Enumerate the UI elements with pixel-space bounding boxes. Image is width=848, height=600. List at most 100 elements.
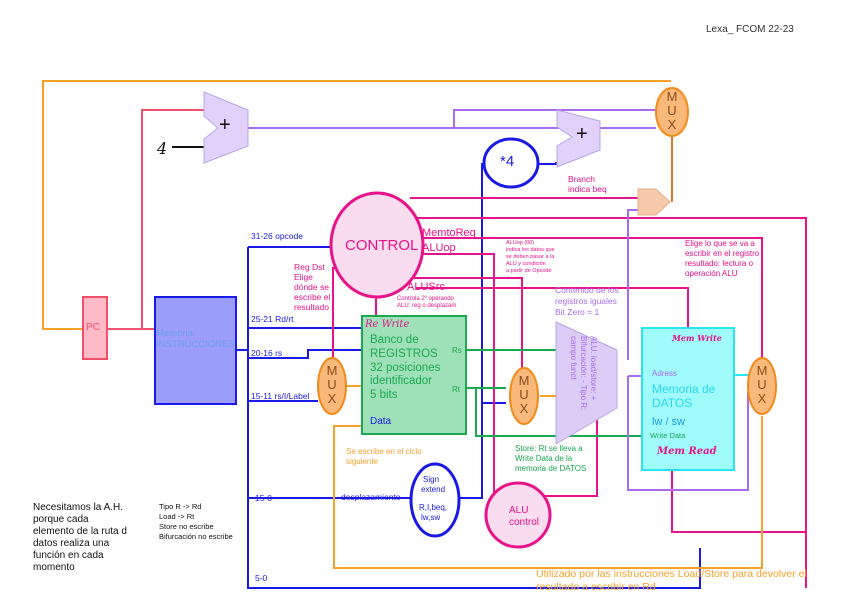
alusrc-note-2: ALU: reg o desplazam <box>397 303 457 309</box>
regdst-note-2: Elige <box>294 272 313 282</box>
sign-extend-line-2: extend <box>421 485 446 494</box>
sign-extend-line-3: R,I,beq, <box>419 503 448 512</box>
store-note-1: Store: Rt se lleva a <box>515 444 583 453</box>
mux-regdst <box>317 357 347 415</box>
mux-alusrc-label: MUX <box>518 373 530 416</box>
field-rs: 20-16 rs <box>251 348 283 358</box>
regdst-note-3: dónde se <box>294 282 329 292</box>
mux-alusrc <box>509 367 539 425</box>
wire-ctrl-regdst <box>332 267 338 372</box>
field-opcode: 31-26 opcode <box>251 231 303 241</box>
wire-rt-to-writedata <box>475 388 642 437</box>
instr-mem-label-2: INSTRUCCIONES <box>156 339 235 350</box>
wire-pc4-to-branch-adder <box>453 109 656 128</box>
write-rule-2: Load -> Rt <box>159 512 195 521</box>
regfile-line-2: REGISTROS <box>370 348 438 360</box>
mux-memtoreg <box>747 357 777 415</box>
data-memory <box>641 327 735 471</box>
field-funct: 5-0 <box>255 573 268 583</box>
wire-pc-to-adder <box>141 109 204 329</box>
hazard-note-2: porque cada <box>33 514 89 525</box>
regdst-note-1: Reg Dst <box>294 262 325 272</box>
wire-rs <box>248 349 362 359</box>
regfile-port-rt: Rt <box>452 385 460 394</box>
memtoreg-note-4: operación ALU <box>685 269 738 278</box>
alusrc-signal: ALUSrc <box>407 281 445 293</box>
field-desplazamiento: desplazamiento <box>341 492 401 502</box>
regfile-port-rs: Rs <box>452 346 462 355</box>
zero-note-3: Bit Zero = 1 <box>555 307 600 317</box>
memtoreg-note-3: resultado: lectura o <box>685 259 754 268</box>
data-mem-write-data: Write Data <box>650 431 686 440</box>
wire-writeback <box>333 416 763 569</box>
sign-extend-line-4: lw,sw <box>421 513 441 522</box>
regfile-line-5: 5 bits <box>370 389 398 401</box>
instruction-memory <box>154 296 237 405</box>
regfile-port-data: Data <box>370 416 392 427</box>
regdst-note-5: resultado <box>294 302 329 312</box>
instr-mem-label-1: Memoria <box>156 328 193 339</box>
zero-note-2: registros iguales <box>555 296 617 306</box>
memread-signal: Mem Read <box>657 446 717 457</box>
control-unit <box>329 191 425 299</box>
aluop-signal: ALUop <box>422 242 456 254</box>
wire-alu-zero <box>627 209 638 360</box>
field-label: 15-11 rs/I/Label <box>251 391 310 401</box>
regdst-note-4: escribe el <box>294 292 331 302</box>
alu-control-line-2: control <box>509 517 540 528</box>
control-label: CONTROL <box>345 237 419 254</box>
data-mem-title-1: Memoria de <box>652 382 716 396</box>
sign-extend-line-1: Sign <box>423 475 440 484</box>
hazard-note-4: datos realiza una <box>33 538 110 549</box>
branch-adder-symbol: + <box>576 123 588 145</box>
hazard-note-6: momento <box>33 562 75 573</box>
pc-register <box>82 296 108 360</box>
alu-control-line-1: ALU <box>509 505 529 516</box>
loadstore-note-1: Utilizado por las instrucciones Load/Sto… <box>536 568 807 580</box>
hazard-note-5: función en cada <box>33 550 104 561</box>
constant-4: 4 <box>157 139 168 158</box>
loadstore-note-2: resultado a escribir en Rd <box>536 581 656 593</box>
field-rd-rt: 25-21 Rd/rt <box>251 314 294 324</box>
wire-shift-out <box>538 162 557 165</box>
aluop-note-3: se deben pasar a la <box>506 254 555 260</box>
branch-signal-label-2: indica beq <box>568 184 607 194</box>
page-title: Lexa_ FCOM 22-23 <box>706 24 794 35</box>
alu-control <box>484 481 552 549</box>
wire-alu-to-memtoreg <box>627 376 749 491</box>
write-cycle-note-1: Se escribe en el ciclo <box>346 447 422 456</box>
write-rule-1: Tipo R -> Rd <box>159 502 202 511</box>
store-note-3: memoria de DATOS <box>515 464 587 473</box>
branch-signal-label-1: Branch <box>568 174 595 184</box>
alu-label: ALU: load/store: + Bifurcación: - Tipo R… <box>569 336 598 411</box>
memtoreg-signal: MemtoReg <box>422 227 476 239</box>
data-mem-address: Adress <box>652 369 677 378</box>
wire-ctrl-memread <box>416 287 689 334</box>
wire-aluctrl-to-alu <box>537 412 598 497</box>
mux-pc <box>655 87 689 137</box>
wire-pc-next <box>42 80 671 330</box>
zero-note-1: Contenido de los <box>555 285 619 295</box>
wire-ctrl-aluop <box>420 253 495 494</box>
aluop-note-5: a partir de Opcode <box>506 268 552 274</box>
shift-left-2 <box>482 137 540 189</box>
aluop-note-2: indica los datos que <box>506 247 555 253</box>
wire-ctrl-memtoreg <box>420 237 763 358</box>
data-mem-title-2: DATOS <box>652 396 693 410</box>
wire-ctrl-alusrc <box>412 277 523 370</box>
regwrite-signal: Re Write <box>365 319 410 330</box>
pc-label: PC <box>86 322 100 333</box>
regfile-line-3: 32 posiciones <box>370 362 441 374</box>
pc-adder-symbol: + <box>219 114 231 136</box>
memtoreg-note-2: escribir en el registro <box>685 249 760 258</box>
write-rule-3: Store no escribe <box>159 522 214 531</box>
branch-adder <box>556 109 601 168</box>
mux-pc-label: MUX <box>666 89 678 132</box>
regfile-line-1: Banco de <box>370 334 419 346</box>
sign-extend <box>409 462 461 538</box>
field-imm: 15-0 <box>255 493 273 503</box>
write-rule-4: Bifurcación no escribe <box>159 532 233 541</box>
register-file <box>361 315 467 435</box>
write-cycle-note-2: siguiente <box>346 457 379 466</box>
